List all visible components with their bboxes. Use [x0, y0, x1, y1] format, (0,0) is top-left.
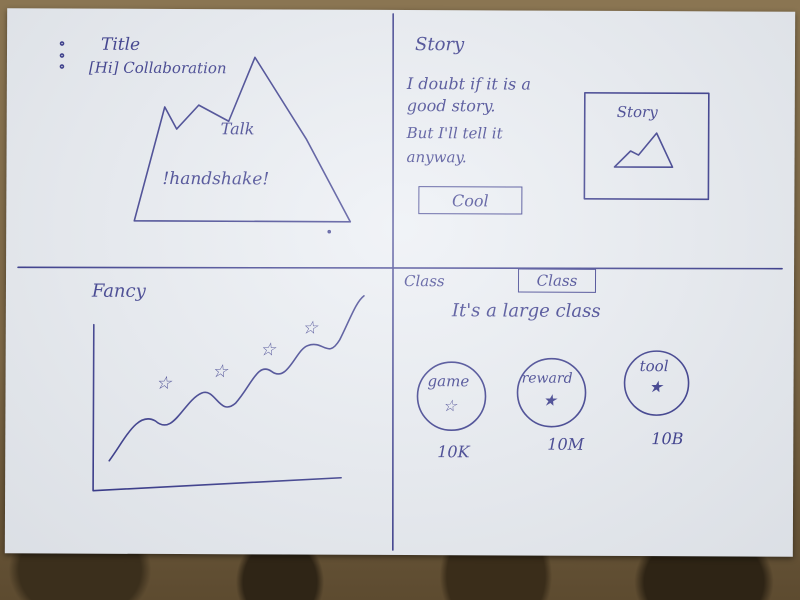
- star-icon: ☆: [442, 396, 457, 416]
- fancy-heading: Fancy: [91, 280, 146, 302]
- story-thumbnail-frame: [583, 92, 710, 201]
- mountain-icon: [613, 132, 674, 168]
- mountain-icon: [133, 56, 352, 223]
- story-text-line: But I'll tell it: [406, 124, 503, 143]
- star-icon: ☆: [301, 317, 318, 339]
- sketch-lines: [17, 13, 783, 551]
- paper-sheet: ☆ ☆ ☆ ☆ ☆ ★ ★ Title [Hi] Collaboration T…: [4, 8, 796, 557]
- star-icon: ★: [542, 390, 557, 410]
- class-button-label: Class: [536, 271, 578, 290]
- class-item-count: 10M: [547, 434, 585, 454]
- pin-dot: [59, 53, 65, 58]
- cool-button[interactable]: Cool: [418, 186, 523, 215]
- story-text-line: anyway.: [406, 148, 467, 167]
- story-heading: Story: [414, 34, 465, 56]
- vertical-divider: [392, 13, 394, 551]
- title-heading: Title: [100, 34, 141, 55]
- cool-button-label: Cool: [452, 190, 489, 210]
- mountain-label: Talk: [220, 119, 255, 139]
- class-item-label[interactable]: reward: [521, 370, 573, 387]
- star-icon: ★: [648, 377, 663, 397]
- story-text-line: I doubt if it is a: [406, 74, 531, 94]
- collaboration-subtitle: [Hi] Collaboration: [88, 58, 227, 78]
- story-text-line: good story.: [406, 96, 496, 116]
- class-item-label[interactable]: tool: [639, 357, 669, 376]
- class-description: It's a large class: [451, 300, 601, 322]
- class-item-circle: [416, 361, 487, 432]
- star-icon: ☆: [155, 372, 172, 395]
- chart-line: [108, 295, 365, 462]
- class-item-circle: [516, 357, 587, 428]
- mountain-caption: !handshake!: [162, 168, 270, 190]
- class-item-circle: [623, 350, 690, 416]
- pin-dot: [59, 64, 65, 69]
- class-button[interactable]: Class: [517, 268, 597, 293]
- chart-axes: [92, 323, 342, 492]
- class-item-count: 10K: [437, 442, 470, 462]
- star-icon: ☆: [211, 361, 228, 383]
- pin-dot: [59, 41, 65, 46]
- class-item-label[interactable]: game: [427, 372, 470, 391]
- class-item-count: 10B: [651, 429, 684, 449]
- horizontal-divider: [17, 266, 783, 270]
- star-icon: ☆: [259, 339, 276, 361]
- pen-dot: [327, 229, 332, 234]
- class-heading: Class: [403, 272, 445, 291]
- story-thumbnail-label: Story: [616, 102, 658, 122]
